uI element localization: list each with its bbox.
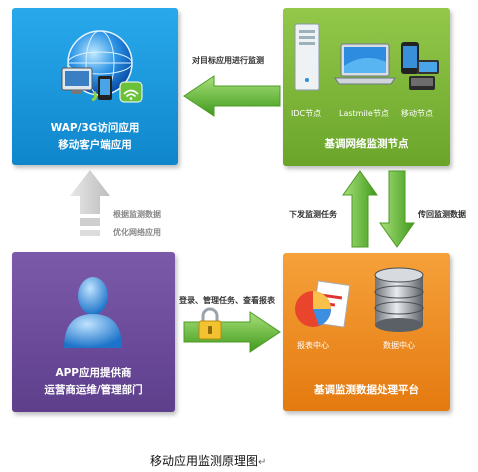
server-tower-icon	[294, 23, 320, 91]
data-center-label: 数据中心	[383, 341, 415, 350]
database-icon	[374, 267, 424, 332]
app-provider-title-2: 运营商运维/管理部门	[44, 384, 143, 396]
idc-node-label: IDC节点	[291, 109, 322, 118]
globe-devices-icon	[61, 30, 143, 103]
monitor-nodes-box: IDC节点 Lastmile节点 移动节点 基调网络监测节点	[283, 8, 450, 166]
report-center-label: 报表中心	[297, 341, 329, 350]
laptop-icon	[334, 43, 396, 85]
mobile-app-box: WAP/3G访问应用 移动客户端应用	[12, 8, 178, 165]
edge-label-monitor: 对目标应用进行监测	[192, 56, 264, 65]
edge-label-optimize-2: 优化网络应用	[113, 228, 161, 237]
edge-label-optimize-1: 根据监测数据	[113, 210, 161, 219]
arrow-provider-to-app	[70, 170, 110, 236]
user-avatar-icon	[64, 277, 122, 348]
mobile-app-title-2: 移动客户端应用	[58, 139, 132, 151]
edge-label-login: 登录、管理任务、查看报表	[179, 296, 275, 305]
caption-text: 移动应用监测原理图	[150, 454, 259, 468]
data-platform-title: 基调监测数据处理平台	[314, 384, 419, 396]
app-provider-box: APP应用提供商 运营商运维/管理部门	[12, 252, 175, 412]
return-mark-icon: ↵	[258, 457, 267, 468]
mobile-node-label: 移动节点	[401, 109, 433, 118]
mobile-phones-icon	[401, 42, 439, 90]
arrow-monitor-to-app	[183, 75, 281, 117]
edge-label-return: 传回监测数据	[418, 210, 466, 219]
app-provider-title-1: APP应用提供商	[55, 367, 132, 379]
edge-label-dispatch: 下发监测任务	[289, 210, 337, 219]
arrow-platform-to-monitor	[342, 170, 378, 248]
diagram-caption: 移动应用监测原理图↵	[150, 452, 266, 469]
mobile-app-title-1: WAP/3G访问应用	[50, 122, 140, 134]
lastmile-node-label: Lastmile节点	[339, 109, 389, 118]
arrow-monitor-to-platform	[379, 170, 415, 248]
report-chart-icon	[295, 280, 351, 328]
padlock-icon	[198, 307, 222, 340]
data-platform-box: 报表中心 数据中心 基调监测数据处理平台	[283, 253, 450, 411]
monitor-nodes-title: 基调网络监测节点	[324, 138, 409, 150]
